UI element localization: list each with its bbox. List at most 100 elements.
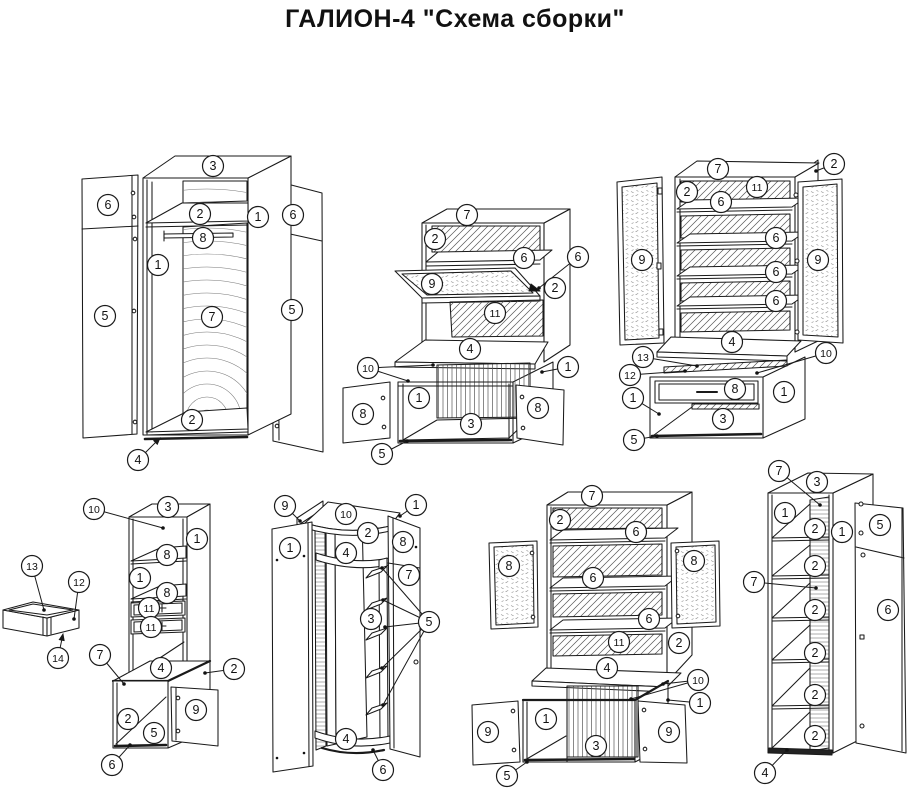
top-panel bbox=[546, 491, 693, 506]
part-callout-8 bbox=[191, 226, 215, 250]
svg-text:2: 2 bbox=[365, 526, 372, 540]
door bbox=[854, 501, 907, 754]
svg-text:2: 2 bbox=[557, 513, 564, 527]
part-callout-8 bbox=[391, 530, 415, 554]
svg-text:7: 7 bbox=[715, 162, 722, 176]
svg-text:4: 4 bbox=[343, 732, 350, 746]
part-callout-5 bbox=[370, 442, 394, 466]
svg-text:3: 3 bbox=[593, 739, 600, 753]
svg-text:3: 3 bbox=[720, 412, 727, 426]
part-callout-2 bbox=[803, 724, 827, 748]
svg-text:1: 1 bbox=[155, 258, 162, 272]
svg-text:6: 6 bbox=[885, 603, 892, 617]
part-callout-1 bbox=[407, 386, 431, 410]
svg-text:1: 1 bbox=[630, 391, 637, 405]
part-callout-6 bbox=[709, 190, 733, 214]
svg-text:8: 8 bbox=[164, 548, 171, 562]
part-callout-5 bbox=[868, 513, 892, 537]
svg-text:4: 4 bbox=[762, 766, 769, 780]
plinth bbox=[523, 757, 636, 762]
svg-text:2: 2 bbox=[125, 712, 132, 726]
svg-text:9: 9 bbox=[282, 499, 289, 513]
svg-text:9: 9 bbox=[815, 253, 822, 267]
part-callout-14 bbox=[46, 646, 70, 670]
svg-text:6: 6 bbox=[290, 208, 297, 222]
svg-text:8: 8 bbox=[506, 559, 513, 573]
svg-text:3: 3 bbox=[368, 612, 375, 626]
part-callout-9 bbox=[476, 720, 500, 744]
part-callout-7 bbox=[742, 570, 766, 594]
svg-text:5: 5 bbox=[289, 303, 296, 317]
part-callout-4 bbox=[334, 727, 358, 751]
part-callout-2 bbox=[423, 227, 447, 251]
plinth bbox=[398, 438, 513, 443]
part-callout-1 bbox=[146, 253, 170, 277]
part-callout-2 bbox=[803, 554, 827, 578]
back-rail bbox=[663, 359, 788, 374]
svg-text:3: 3 bbox=[210, 159, 217, 173]
part-callout-4 bbox=[334, 541, 358, 565]
part-callout-10 bbox=[82, 497, 106, 521]
part-callout-6 bbox=[624, 520, 648, 544]
part-callout-6 bbox=[96, 193, 120, 217]
part-callout-2 bbox=[222, 657, 246, 681]
part-callout-1 bbox=[404, 493, 428, 517]
shelf bbox=[771, 667, 830, 710]
svg-text:1: 1 bbox=[782, 506, 789, 520]
svg-text:6: 6 bbox=[521, 251, 528, 265]
svg-text:7: 7 bbox=[464, 208, 471, 222]
part-callout-6 bbox=[764, 260, 788, 284]
svg-text:1: 1 bbox=[416, 391, 423, 405]
svg-text:1: 1 bbox=[413, 498, 420, 512]
part-callout-2 bbox=[675, 180, 699, 204]
svg-text:6: 6 bbox=[773, 265, 780, 279]
svg-text:8: 8 bbox=[360, 407, 367, 421]
svg-text:2: 2 bbox=[231, 662, 238, 676]
svg-text:7: 7 bbox=[97, 648, 104, 662]
part-callout-1 bbox=[556, 355, 580, 379]
part-callout-1 bbox=[278, 536, 302, 560]
svg-text:1: 1 bbox=[255, 210, 262, 224]
part-callout-2 bbox=[116, 707, 140, 731]
part-callout-1 bbox=[246, 205, 270, 229]
svg-text:8: 8 bbox=[200, 231, 207, 245]
svg-text:10: 10 bbox=[362, 363, 374, 375]
svg-text:11: 11 bbox=[144, 603, 155, 615]
svg-text:12: 12 bbox=[624, 370, 636, 382]
part-callout-7 bbox=[580, 484, 604, 508]
drawer-box bbox=[2, 601, 80, 637]
svg-text:9: 9 bbox=[485, 725, 492, 739]
part-callout-2 bbox=[180, 408, 204, 432]
side-panel bbox=[247, 155, 292, 436]
svg-text:6: 6 bbox=[718, 195, 725, 209]
part-callout-4 bbox=[458, 337, 482, 361]
back-panel bbox=[552, 543, 663, 578]
svg-text:4: 4 bbox=[158, 661, 165, 675]
svg-text:9: 9 bbox=[639, 253, 646, 267]
part-callout-8 bbox=[351, 402, 375, 426]
svg-text:2: 2 bbox=[812, 729, 819, 743]
top-panel bbox=[421, 208, 571, 224]
plinth bbox=[650, 432, 763, 438]
part-callout-8 bbox=[155, 543, 179, 567]
part-callout-13 bbox=[20, 554, 44, 578]
part-callout-1 bbox=[128, 566, 152, 590]
part-callout-8 bbox=[497, 554, 521, 578]
part-callout-3 bbox=[156, 495, 180, 519]
part-callout-6 bbox=[100, 753, 124, 777]
part-callout-6 bbox=[512, 246, 536, 270]
part-callout-3 bbox=[805, 470, 829, 494]
part-callout-6 bbox=[764, 226, 788, 250]
part-callout-4 bbox=[149, 656, 173, 680]
svg-text:1: 1 bbox=[194, 532, 201, 546]
part-callout-6 bbox=[566, 245, 590, 269]
back-panel bbox=[552, 591, 663, 618]
part-callout-7 bbox=[397, 563, 421, 587]
part-callout-2 bbox=[803, 517, 827, 541]
part-callout-11 bbox=[607, 630, 631, 654]
part-callout-10 bbox=[814, 341, 838, 365]
